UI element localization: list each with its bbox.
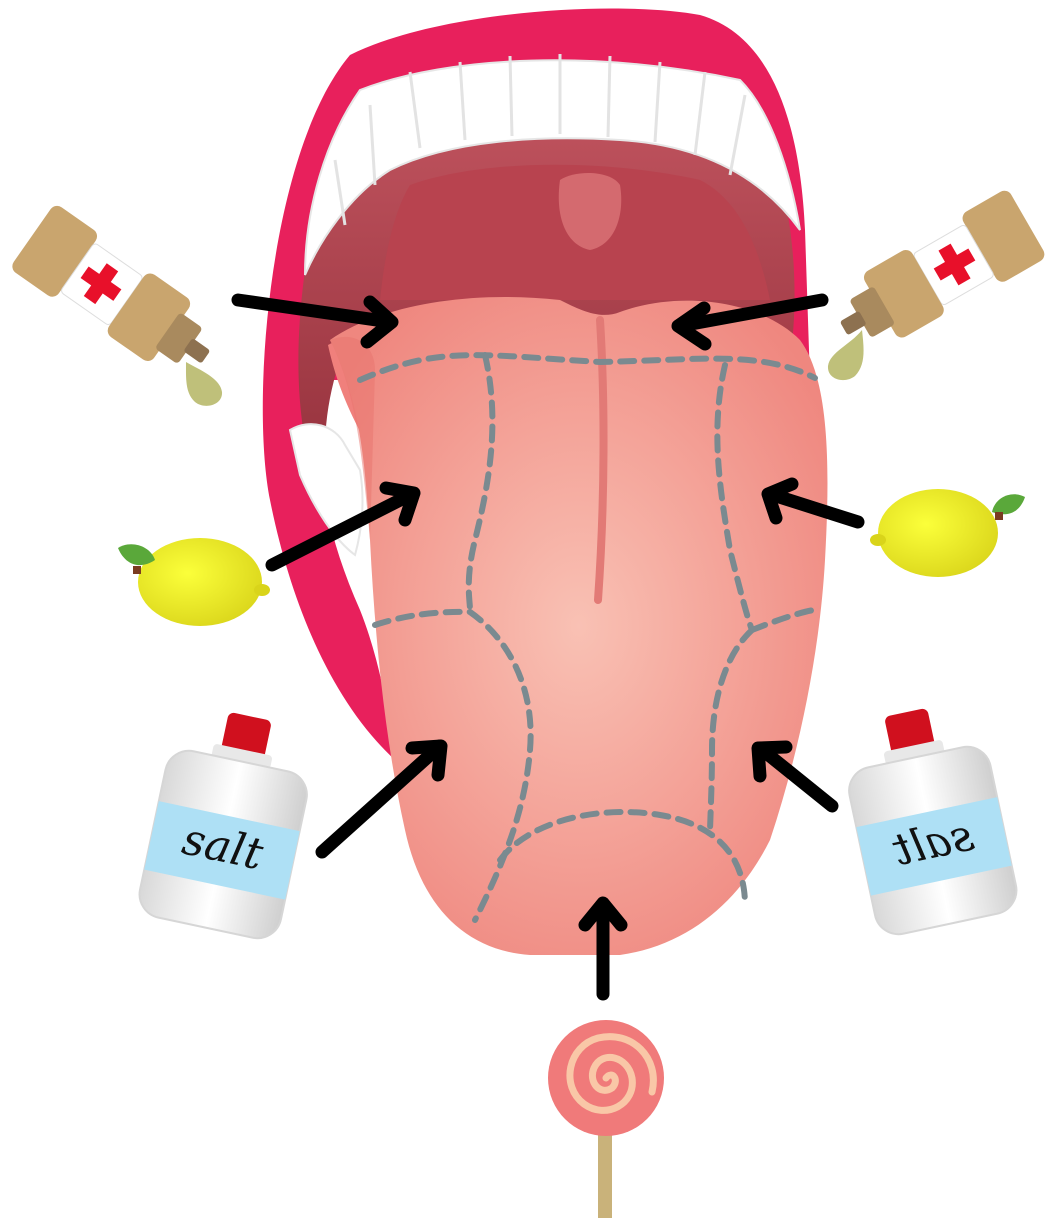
leaf-icon [118, 544, 155, 565]
leaf-icon [992, 494, 1025, 514]
medicine-dropper-icon [9, 203, 229, 390]
drop-icon [828, 330, 864, 380]
lemon-icon [870, 489, 1025, 577]
lemon-icon [118, 538, 270, 626]
salt-shaker-icon: salt [835, 697, 1021, 938]
drop-icon [186, 362, 222, 406]
salt-shaker-icon: salt [135, 701, 321, 942]
lollipop-icon [548, 1020, 664, 1218]
